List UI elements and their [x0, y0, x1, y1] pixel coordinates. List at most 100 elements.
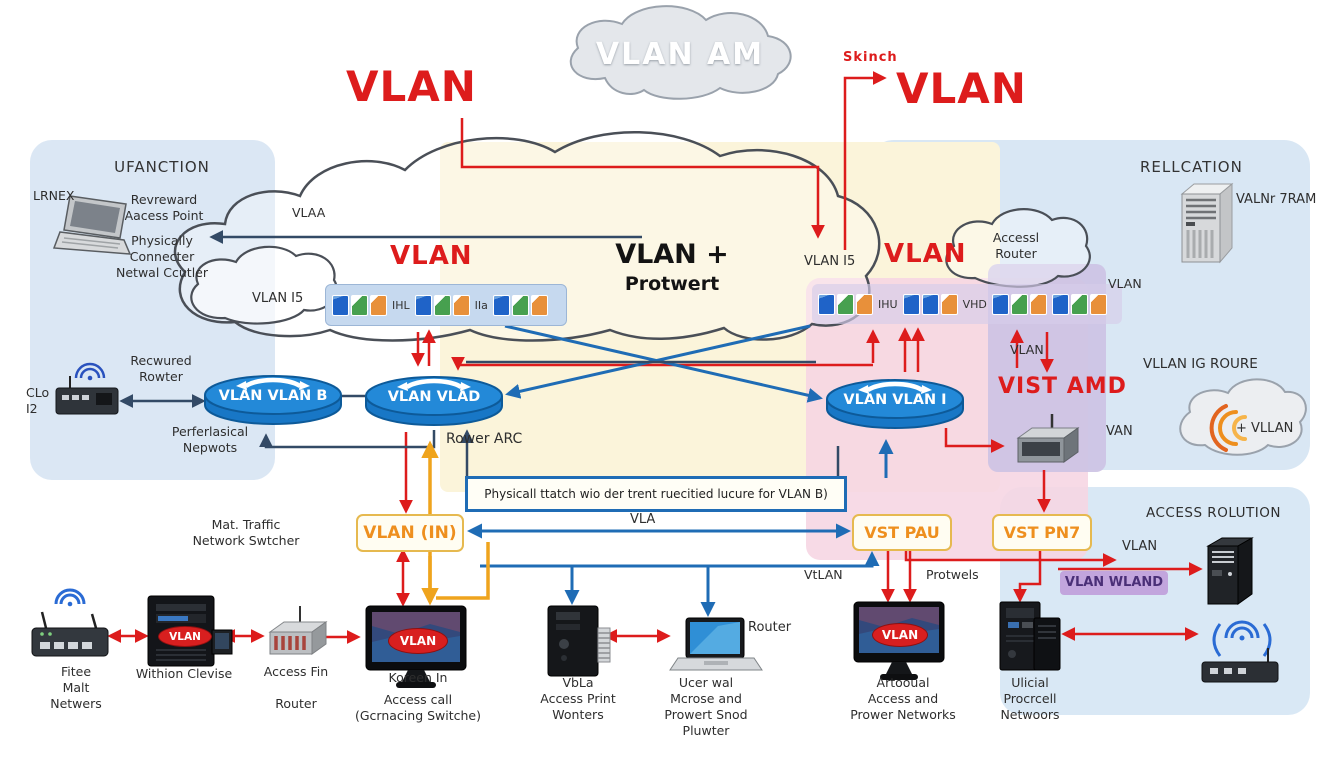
access-rolution-title: ACCESS ROLUTION	[1146, 505, 1281, 521]
switch-port-icon	[940, 293, 958, 315]
switch-group	[1051, 293, 1107, 315]
laptop-icon	[52, 195, 132, 255]
protwels-label: Protwels	[926, 567, 979, 582]
mat-traffic-label: Mat. Traffic Network Swtcher	[192, 517, 300, 548]
switch-port-icon	[856, 293, 873, 315]
router-vlan-vlan-i	[826, 379, 964, 429]
switch-port-icon	[1029, 293, 1047, 315]
left-cloud-label: VLAN I5	[252, 291, 304, 306]
switch-port-icon	[1089, 293, 1107, 315]
switch-port-icon	[452, 294, 470, 316]
router-vlan-vlan-b	[204, 375, 342, 425]
switch-port-icon	[351, 294, 368, 316]
vst-pau-box: VST PAU	[852, 514, 952, 551]
device-label-withion: Withion Clevise	[135, 666, 233, 681]
vlan-in-box: VLAN (IN)	[356, 514, 464, 552]
switch-port-icon	[332, 294, 349, 316]
access-router-label: Accessl Router	[992, 230, 1040, 261]
switch-port-icon	[818, 293, 835, 315]
monitor-1-vlan-badge: VLAN	[388, 628, 448, 654]
switch-group	[414, 294, 470, 316]
orange-wifi-icon	[1209, 404, 1247, 452]
strip-label: IIa	[474, 298, 488, 312]
router-1-label: VLAN VLAN B	[218, 388, 328, 404]
black-server-icon	[1206, 537, 1254, 605]
switch-port-icon	[837, 293, 854, 315]
left-note-2: Physically Connecter Netwal Ccutler	[116, 233, 208, 280]
top-cloud	[570, 5, 792, 100]
switch-port-icon	[1010, 293, 1028, 315]
red-connections	[107, 71, 1203, 644]
device-label-koreen: Koreen In	[388, 670, 448, 685]
switch-group	[332, 294, 387, 316]
navy-connections	[119, 230, 840, 476]
left-bubble-cloud	[190, 245, 338, 325]
left-switch-strip: IHL IIa	[325, 284, 567, 326]
device-label-accessfin: Access Fin	[263, 664, 329, 679]
twin-towers-icon	[999, 601, 1061, 671]
vlaa-label: VLAA	[292, 205, 326, 220]
switch-port-icon	[511, 294, 529, 316]
wifi-router-note: Recwured Rowter	[130, 353, 192, 384]
server-tower-icon	[1180, 182, 1234, 264]
skinch-label: Skinch	[843, 50, 898, 65]
strip-label: IHU	[878, 297, 898, 311]
wifi-router-icon	[55, 362, 119, 415]
router-2-label: VLAN VLAD	[387, 389, 481, 405]
switch-port-icon	[921, 293, 939, 315]
router-vlan-vlad	[365, 376, 503, 426]
rower-arc-label: Rower ARC	[446, 431, 523, 447]
switch-port-icon	[1070, 293, 1088, 315]
access-point-small-icon	[268, 606, 328, 655]
server-label: VALNr 7RAM	[1236, 192, 1317, 207]
strip-label: IHL	[392, 298, 410, 312]
vtlan-label: VtLAN	[804, 567, 843, 582]
switch-port-icon	[902, 293, 920, 315]
switch-port-icon	[991, 293, 1009, 315]
device-label-accessfin-sub: Router	[275, 696, 317, 711]
wifi-router-bottom-icon	[31, 588, 109, 657]
right-section-title: RELLCATION	[1140, 158, 1243, 176]
server-tower-small-icon	[547, 605, 611, 677]
device-label-ulicial: Ulicial Procrcell Netwoors	[1000, 675, 1060, 722]
vlan-after-pn7: VLAN	[1122, 539, 1158, 554]
vst-pn7-box: VST PN7	[992, 514, 1092, 551]
switch-group	[902, 293, 958, 315]
right-strip-label: VLAN I5	[804, 254, 856, 269]
switch-group	[818, 293, 873, 315]
switch-port-icon	[433, 294, 451, 316]
vla-label: VLA	[630, 512, 656, 527]
laptop-label: LRNEX	[33, 188, 75, 203]
vist-vlan-label: VLAN	[1010, 342, 1044, 357]
switch-port-icon	[492, 294, 510, 316]
strip-far-vlan: VLAN	[1108, 276, 1142, 291]
router-3-label: VLAN VLAN I	[843, 392, 947, 408]
switch-port-icon	[370, 294, 387, 316]
van-label: VAN	[1106, 424, 1133, 439]
device-label-vbla: VbLa Access Print Wonters	[540, 675, 616, 722]
device-label-fitee: Fitee Malt Netwers	[50, 664, 102, 711]
cloud-wifi-label: + VLLAN	[1236, 421, 1294, 436]
right-bubble-cloud	[945, 208, 1091, 288]
roure-title: VLLAN IG ROURE	[1143, 356, 1258, 372]
device-label-router: Router	[748, 620, 792, 635]
switch-group	[991, 293, 1047, 315]
vlan-heading-left: VLAN	[346, 62, 477, 111]
left-section-title: UFANCTION	[114, 158, 210, 176]
switch-group	[492, 294, 548, 316]
vlan-wland-badge: VLAN WLAND	[1060, 571, 1168, 595]
info-box: Physicall ttatch wio der trent ruecitied…	[465, 476, 847, 512]
device-label-koreen-sub: Access call (Gcrnacing Switche)	[354, 692, 481, 723]
vist-amd-label: VIST AMD	[998, 374, 1127, 399]
tower-vlan-badge: VLAN	[158, 626, 212, 647]
center-heading-1: VLAN +	[615, 239, 729, 270]
switch-port-icon	[530, 294, 548, 316]
wifi-router-label: CLo I2	[26, 385, 50, 416]
left-strip-vlan: VLAN	[390, 241, 473, 271]
right-strip-vlan: VLAN	[884, 239, 967, 269]
monitor-2-vlan-badge: VLAN	[872, 623, 928, 647]
under-router-note: Perferlasical Nepwots	[171, 424, 249, 455]
laptop-blue-icon	[669, 617, 763, 671]
